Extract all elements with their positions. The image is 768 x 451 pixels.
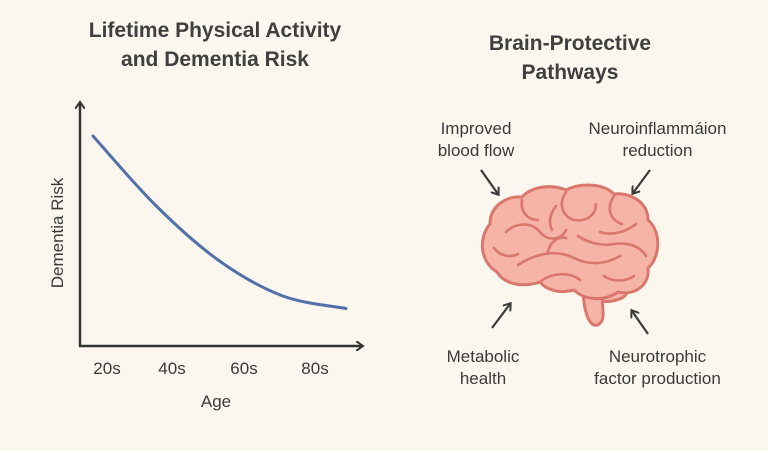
brain-icon [480,183,660,327]
metabolic-arrow [491,304,510,329]
x-axis-label: Age [200,392,232,411]
chart-title-line-2: and Dementia Risk [121,48,309,71]
neuroinflammation-arrow [633,169,651,193]
pathway-neuroinflammation-line-1: Neuroinflammáion [588,119,727,138]
pathway-blood-flow-line-2: blood flow [437,141,515,160]
pathway-neuroinflammation-line-2: reduction [622,141,693,160]
pathway-metabolic-line-1: Metabolic [446,347,520,366]
chart-title-line-1: Lifetime Physical Activity [88,19,342,42]
pathway-blood-flow-label: Improved blood flow [420,118,532,162]
x-tick-label: 20s [93,359,121,378]
pathway-neurotrophic-label: Neurotrophic factor production [570,346,745,390]
x-tick-label: 80s [301,359,329,378]
pathways-title-line-1: Brain-Protective [488,32,652,55]
pathway-neuroinflammation-label: Neuroinflammáion reduction [570,118,745,162]
pathway-metabolic-line-2: health [459,369,507,388]
neurotrophic-arrow [632,311,649,335]
pathways-title-line-2: Pathways [521,61,619,84]
pathway-metabolic-label: Metabolic health [428,346,538,390]
risk-curve [91,134,348,310]
x-tick-label: 40s [158,359,186,378]
pathway-neurotrophic-line-1: Neurotrophic [608,347,707,366]
pathway-blood-flow-line-1: Improved [440,119,512,138]
pathways-title: Brain-Protective Pathways [430,29,710,87]
pathway-neurotrophic-line-2: factor production [594,369,721,388]
blood-flow-arrow [480,169,498,194]
chart-title: Lifetime Physical Activity and Dementia … [40,16,390,74]
x-tick-label: 60s [230,359,258,378]
